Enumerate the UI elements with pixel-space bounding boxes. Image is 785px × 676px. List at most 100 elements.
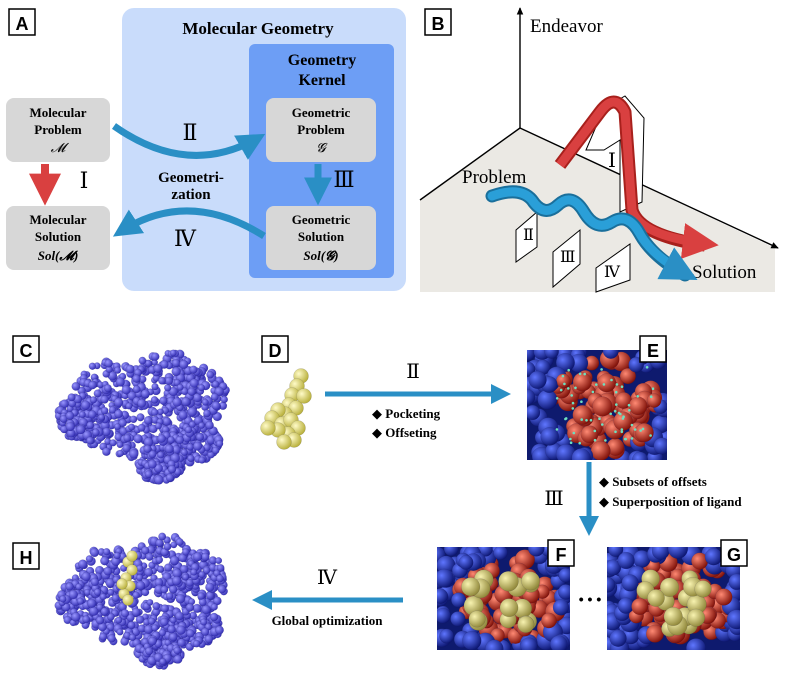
atom-sphere <box>113 551 121 560</box>
atom-sphere <box>132 385 141 394</box>
offset-point <box>578 441 581 445</box>
atom-sphere <box>182 573 190 581</box>
atom-sphere <box>171 576 182 586</box>
geometric-solution-box <box>266 206 376 270</box>
panel-g-label: G <box>727 545 741 565</box>
atom-sphere <box>174 611 184 621</box>
atom-sphere <box>99 593 107 601</box>
geometric-solution-line2: Solution <box>298 229 345 244</box>
atom-sphere <box>113 397 124 408</box>
atom-sphere <box>216 564 225 572</box>
atom-sphere <box>116 578 128 590</box>
wall-iii <box>552 228 581 289</box>
atom-sphere <box>296 388 312 404</box>
atom-sphere <box>517 615 535 633</box>
atom-sphere <box>592 396 613 417</box>
atom-sphere <box>129 415 138 424</box>
atom-sphere <box>204 634 214 644</box>
atom-sphere <box>621 574 639 592</box>
step-iii-b-label: Ⅲ <box>560 249 575 266</box>
atom-sphere <box>136 413 145 422</box>
atom-sphere <box>151 624 159 632</box>
atom-sphere <box>527 350 536 362</box>
atom-sphere <box>176 383 184 391</box>
atom-sphere <box>187 454 195 463</box>
panel-h-label-box <box>12 542 40 570</box>
atom-sphere <box>211 380 220 388</box>
atom-sphere <box>176 625 186 635</box>
atom-sphere <box>67 393 76 402</box>
atom-sphere <box>138 356 147 365</box>
offset-point <box>624 437 628 441</box>
offset-point <box>639 429 642 432</box>
panel-a: A Molecular Geometry Geometry Kernel Geo… <box>6 8 406 291</box>
atom-sphere <box>197 384 206 392</box>
atom-sphere <box>580 425 599 444</box>
atom-sphere <box>150 396 159 404</box>
atom-sphere <box>121 385 131 395</box>
atom-sphere <box>159 396 168 405</box>
offset-point <box>636 395 639 398</box>
atom-sphere <box>687 608 706 627</box>
atom-sphere <box>651 547 670 560</box>
atom-sphere <box>201 552 210 562</box>
atom-sphere <box>99 632 108 641</box>
panel-b: B Endeavor Problem Solution Ⅰ Ⅱ Ⅲ Ⅳ <box>419 7 779 293</box>
atom-sphere <box>520 637 538 650</box>
atom-sphere <box>653 437 667 455</box>
atom-sphere <box>181 397 191 407</box>
atom-sphere <box>173 379 181 387</box>
red-path <box>556 97 719 259</box>
superposition-of-ligand-label: ◆ Superposition of ligand <box>599 494 742 509</box>
atom-sphere <box>602 350 619 359</box>
atom-sphere <box>631 598 649 616</box>
atom-sphere <box>80 400 91 410</box>
atom-sphere <box>151 383 159 391</box>
atom-sphere <box>87 410 97 419</box>
atom-sphere <box>175 538 184 547</box>
global-optimization-label: Global optimization <box>272 613 384 628</box>
step-i-b-label: Ⅰ <box>608 150 616 172</box>
wall-iv <box>595 243 631 293</box>
geometric-problem-symbol: 𝓖 <box>316 140 328 155</box>
atom-sphere <box>140 389 150 399</box>
atom-sphere <box>115 616 123 624</box>
atom-sphere <box>136 574 144 582</box>
atom-sphere <box>128 633 137 642</box>
geometric-problem-box <box>266 98 376 162</box>
atom-sphere <box>127 621 136 630</box>
atom-sphere <box>212 596 222 606</box>
atom-sphere <box>65 411 75 421</box>
atom-sphere <box>468 610 486 628</box>
atom-sphere <box>165 592 174 600</box>
atom-sphere <box>145 552 154 561</box>
offset-point <box>620 385 624 388</box>
atom-sphere <box>143 416 153 425</box>
atom-sphere <box>169 555 180 566</box>
atom-sphere <box>65 422 75 432</box>
atom-sphere <box>118 418 127 428</box>
panel-h-label: H <box>20 548 33 568</box>
atom-sphere <box>613 411 633 431</box>
atom-sphere <box>210 603 218 611</box>
atom-sphere <box>163 563 173 572</box>
atom-sphere <box>100 395 109 404</box>
offset-point <box>627 403 631 407</box>
atom-sphere <box>544 350 559 359</box>
offset-point <box>564 417 567 421</box>
atom-sphere <box>607 559 622 576</box>
pocketing-label: ◆ Pocketing <box>372 406 441 421</box>
atom-sphere <box>148 450 157 459</box>
atom-sphere <box>211 446 220 455</box>
atom-sphere <box>215 440 224 448</box>
atom-sphere <box>167 436 175 444</box>
atom-sphere <box>198 456 206 464</box>
atom-sphere <box>116 628 124 636</box>
offset-point <box>598 417 601 420</box>
offset-point <box>600 368 603 371</box>
atom-sphere <box>144 359 152 367</box>
atom-sphere <box>260 420 276 436</box>
atom-sphere <box>461 577 481 597</box>
atom-sphere <box>163 384 172 392</box>
atom-sphere <box>437 588 448 604</box>
